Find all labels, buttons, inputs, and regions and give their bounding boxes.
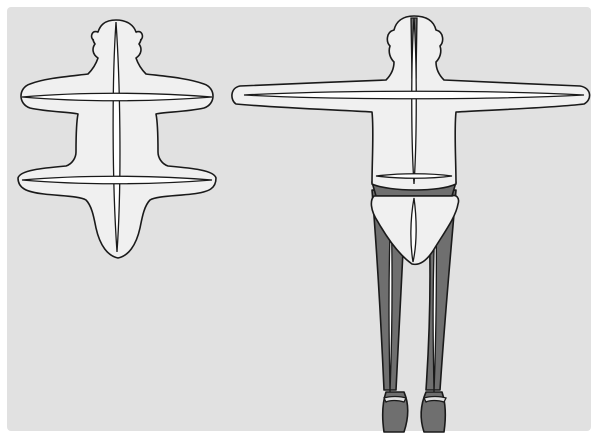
- assembled-torso-panel: [232, 16, 590, 190]
- assembled-arm-seam: [244, 91, 584, 99]
- flat-pattern-figure: [18, 20, 216, 258]
- assembled-waist-seam: [376, 174, 452, 179]
- assembled-vertical-seam: [412, 18, 417, 184]
- assembled-figure: [232, 16, 590, 432]
